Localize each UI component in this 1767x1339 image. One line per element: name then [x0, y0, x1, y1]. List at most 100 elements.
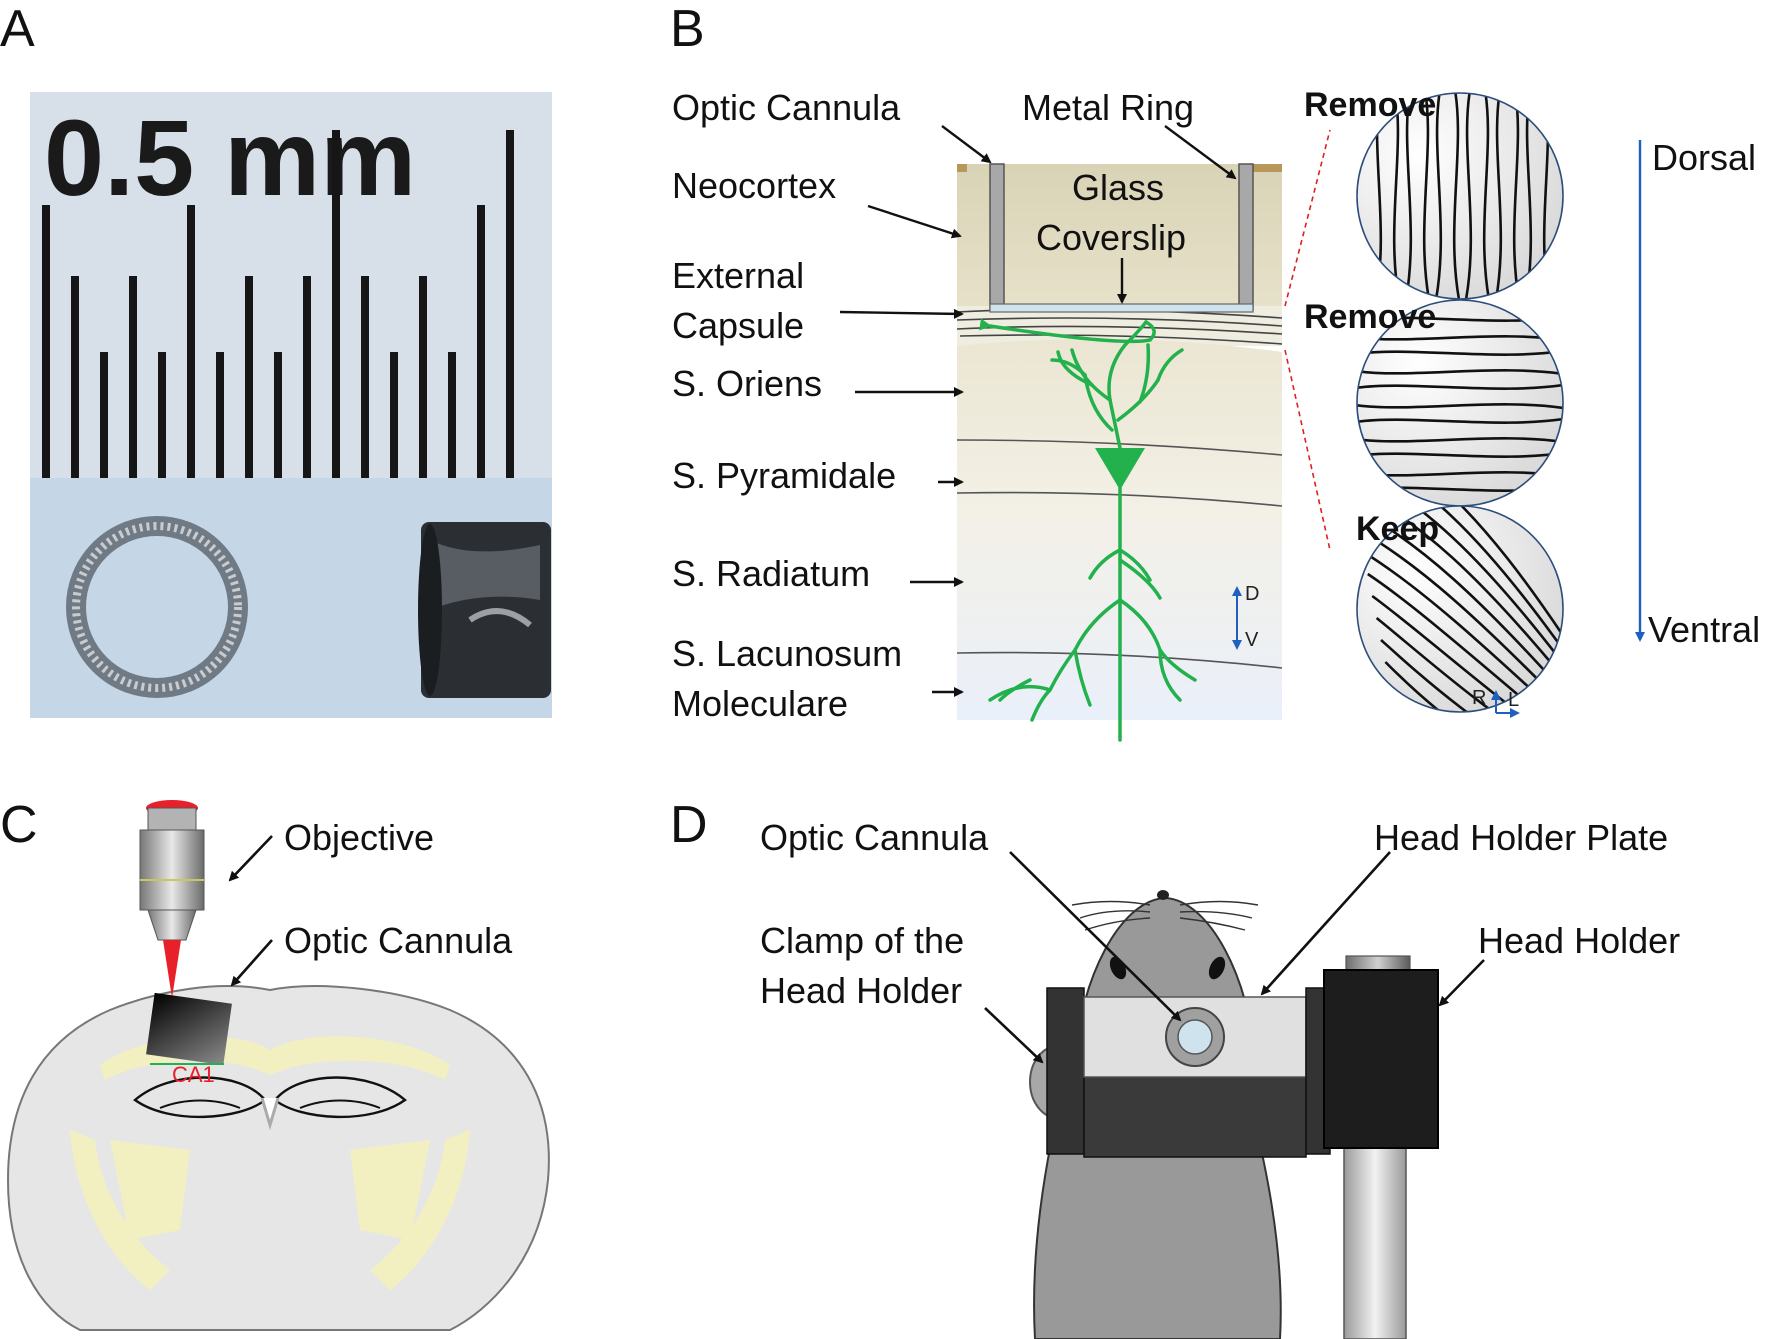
fiber-line — [1357, 450, 1563, 458]
panel-b: B — [670, 0, 1760, 742]
ruler-tick — [419, 276, 427, 478]
axis-v: V — [1245, 629, 1259, 651]
label-optic-cannula-d: Optic Cannula — [760, 817, 989, 858]
ruler-ticks — [42, 130, 514, 478]
fiber-line — [1380, 639, 1563, 712]
label-s-radiatum: S. Radiatum — [672, 553, 870, 594]
ruler-photo: 0.5 mm — [30, 92, 552, 718]
fiber-line — [1357, 506, 1563, 674]
panel-b-letter: B — [670, 0, 705, 58]
label-remove-2: Remove — [1304, 298, 1436, 336]
label-clamp-line2: Head Holder — [760, 970, 962, 1011]
cannula-window — [1177, 1019, 1213, 1055]
fiber-line — [1357, 506, 1563, 647]
panel-a: A 0.5 mm — [0, 0, 552, 718]
ruler-tick — [274, 352, 282, 478]
panel-c-letter: C — [0, 796, 38, 854]
fiber-line — [1452, 93, 1462, 299]
glass-coverslip — [989, 303, 1254, 313]
ruler-tick — [245, 276, 253, 478]
label-s-lacunosum: S. Lacunosum — [672, 633, 902, 674]
neuron-soma — [1095, 448, 1145, 490]
dorsal-ventral-axis: Dorsal Ventral — [1635, 137, 1760, 650]
label-remove-1: Remove — [1304, 86, 1436, 124]
brain-section — [6, 985, 550, 1331]
ruler-tick — [303, 276, 311, 478]
panel-a-letter: A — [0, 0, 35, 58]
external-capsule-region — [957, 306, 1282, 346]
panel-d: D Op — [670, 796, 1680, 1339]
label-neocortex: Neocortex — [672, 165, 836, 206]
fiber-line — [1422, 93, 1432, 299]
ruler-tick — [187, 205, 195, 478]
fiber-line — [1463, 93, 1473, 299]
ruler-tick — [71, 276, 79, 478]
fiber-line — [1357, 348, 1563, 356]
fiber-circles: Remove Remove Keep R L — [1304, 86, 1564, 718]
fiber-line — [1384, 661, 1563, 712]
ruler-tick — [361, 276, 369, 478]
label-glass: Glass — [1072, 167, 1164, 208]
ruler-tick — [42, 205, 50, 478]
clamp-left — [1046, 987, 1085, 1155]
fiber-line — [1357, 437, 1563, 445]
label-objective: Objective — [284, 817, 434, 858]
scale-text: 0.5 mm — [44, 97, 416, 218]
label-external: External — [672, 255, 804, 296]
fiber-line — [1357, 403, 1563, 411]
fiber-line — [1357, 506, 1563, 687]
zoom-lines — [1284, 129, 1331, 551]
head-holder — [1323, 969, 1439, 1149]
circle-keep — [1356, 505, 1564, 713]
panel-d-labels: Optic Cannula Head Holder Plate Clamp of… — [760, 817, 1680, 1011]
fiber-line — [1482, 93, 1492, 299]
ruler-tick — [129, 276, 137, 478]
ruler-tick — [506, 130, 514, 478]
label-clamp-line1: Clamp of the — [760, 920, 964, 961]
fiber-line — [1433, 93, 1443, 299]
right-eye — [1208, 956, 1226, 980]
whiskers — [1071, 900, 1259, 931]
tissue-schematic: D V — [956, 163, 1283, 742]
optic-cannula-c — [146, 992, 232, 1066]
label-optic-cannula-b: Optic Cannula — [672, 87, 901, 128]
fiber-line — [1493, 93, 1503, 299]
label-optic-cannula-c: Optic Cannula — [284, 920, 513, 961]
label-ca1: CA1 — [172, 1062, 215, 1087]
axis-d: D — [1245, 583, 1259, 605]
label-head-holder-plate: Head Holder Plate — [1374, 817, 1668, 858]
laser-beam — [163, 940, 181, 998]
ruler-tick — [216, 352, 224, 478]
panel-b-arrows — [839, 125, 1237, 697]
fiber-line — [1357, 382, 1563, 390]
fiber-line — [1357, 416, 1563, 424]
circle-remove-1 — [1356, 92, 1564, 300]
neocortex-region — [957, 164, 1282, 306]
dv-axis: D V — [1232, 583, 1259, 651]
metal-ring-side-view — [418, 522, 551, 698]
label-ventral: Ventral — [1648, 609, 1760, 650]
label-head-holder: Head Holder — [1478, 920, 1680, 961]
label-capsule: Capsule — [672, 305, 804, 346]
metal-ring-top-view — [66, 516, 248, 698]
axis-r: R — [1472, 687, 1486, 709]
ruler-tick — [477, 205, 485, 478]
holder-pole — [1343, 1147, 1407, 1339]
objective-icon — [139, 800, 205, 941]
label-keep: Keep — [1356, 510, 1439, 548]
fiber-line — [1357, 369, 1563, 377]
label-moleculare: Moleculare — [672, 683, 848, 724]
pyramidal-neuron — [979, 318, 1197, 742]
ruler-tick — [158, 352, 166, 478]
optic-cannula-wall — [989, 163, 1254, 313]
fiber-line — [1512, 93, 1522, 299]
label-coverslip: Coverslip — [1036, 217, 1186, 258]
label-metal-ring: Metal Ring — [1022, 87, 1194, 128]
rl-axis: R L — [1472, 687, 1520, 718]
panel-d-arrows — [984, 851, 1485, 1064]
panel-c: C CA1 Objective Optic Ca — [0, 796, 550, 1331]
ruler-tick — [100, 352, 108, 478]
fiber-line — [1357, 506, 1563, 660]
panel-d-letter: D — [670, 796, 708, 854]
